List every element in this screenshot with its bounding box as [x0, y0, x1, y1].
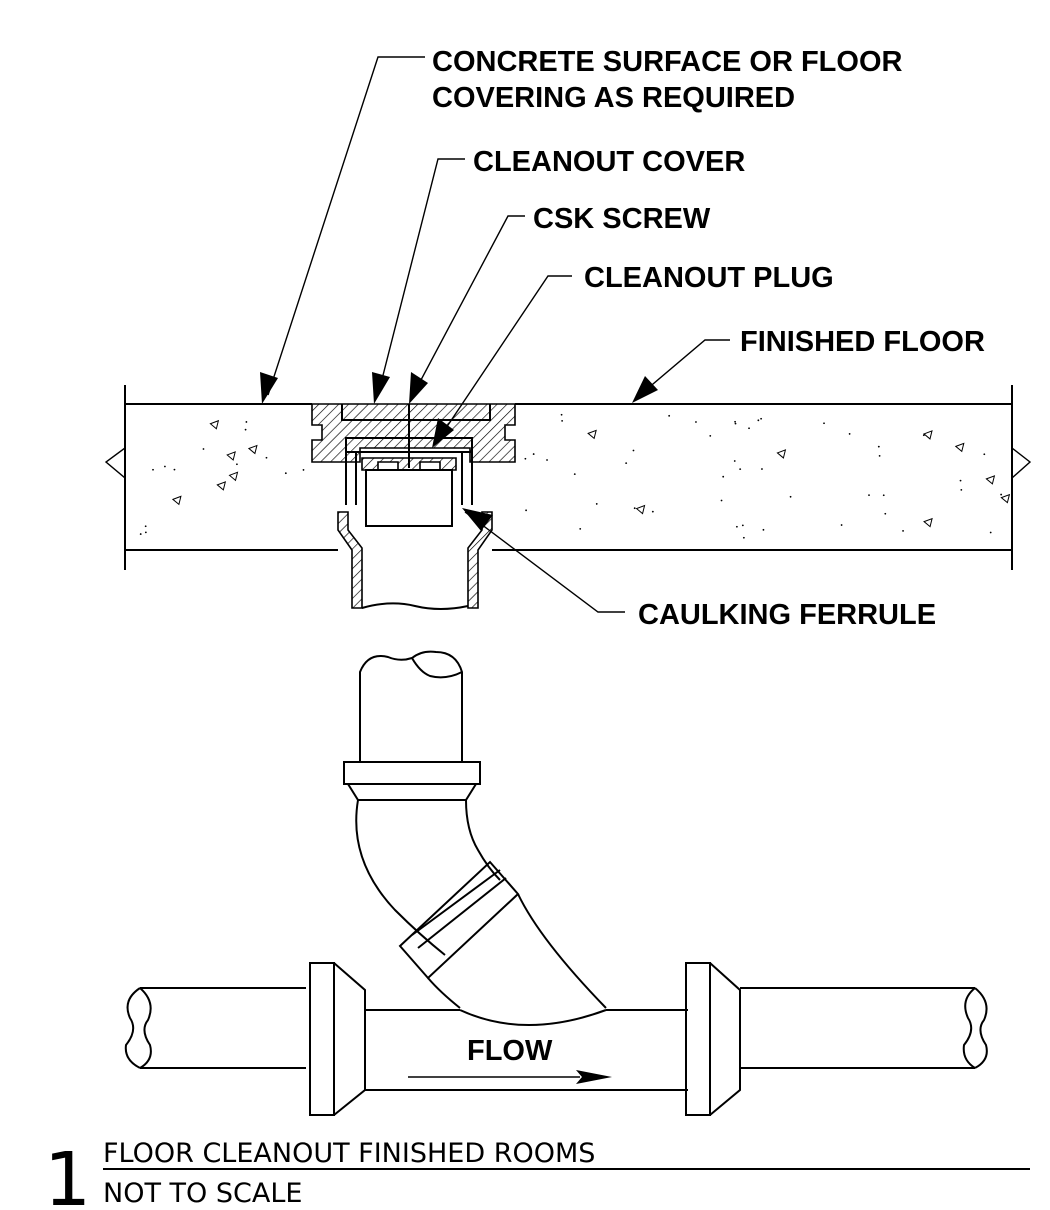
detail-title-block: 1 FLOOR CLEANOUT FINISHED ROOMS NOT TO S…	[44, 1137, 1030, 1210]
label-cleanout-cover: CLEANOUT COVER	[473, 146, 745, 178]
arrowhead-icon	[409, 372, 428, 404]
cleanout-cover	[311, 403, 516, 463]
leader-lines	[260, 56, 730, 613]
label-concrete-surface-line2: COVERING AS REQUIRED	[432, 82, 795, 114]
cleanout-assembly	[311, 403, 516, 610]
arrowhead-icon	[632, 376, 658, 403]
detail-number: 1	[44, 1137, 91, 1210]
arrowhead-icon	[432, 418, 454, 448]
label-csk-screw: CSK SCREW	[533, 203, 711, 235]
callout-labels: CONCRETE SURFACE OR FLOOR COVERING AS RE…	[432, 46, 985, 631]
detail-scale: NOT TO SCALE	[103, 1178, 302, 1209]
arrowhead-icon	[260, 372, 278, 404]
arrowhead-icon	[462, 508, 493, 531]
flow-arrow-icon	[408, 1070, 612, 1084]
detail-title: FLOOR CLEANOUT FINISHED ROOMS	[103, 1138, 595, 1169]
label-flow: FLOW	[467, 1035, 553, 1067]
main-pipe	[124, 962, 988, 1116]
caulking-ferrule	[345, 452, 473, 505]
break-line-right	[1011, 404, 1032, 550]
arrowhead-icon	[372, 372, 390, 404]
concrete-aggregate-pattern	[139, 413, 1011, 539]
label-caulking-ferrule: CAULKING FERRULE	[638, 599, 936, 631]
label-finished-floor: FINISHED FLOOR	[740, 326, 985, 358]
concrete-slab	[104, 385, 1032, 570]
break-line-left	[104, 404, 126, 550]
label-cleanout-plug: CLEANOUT PLUG	[584, 262, 834, 294]
riser-and-wye	[343, 650, 607, 1009]
label-concrete-surface-line1: CONCRETE SURFACE OR FLOOR	[432, 46, 903, 78]
